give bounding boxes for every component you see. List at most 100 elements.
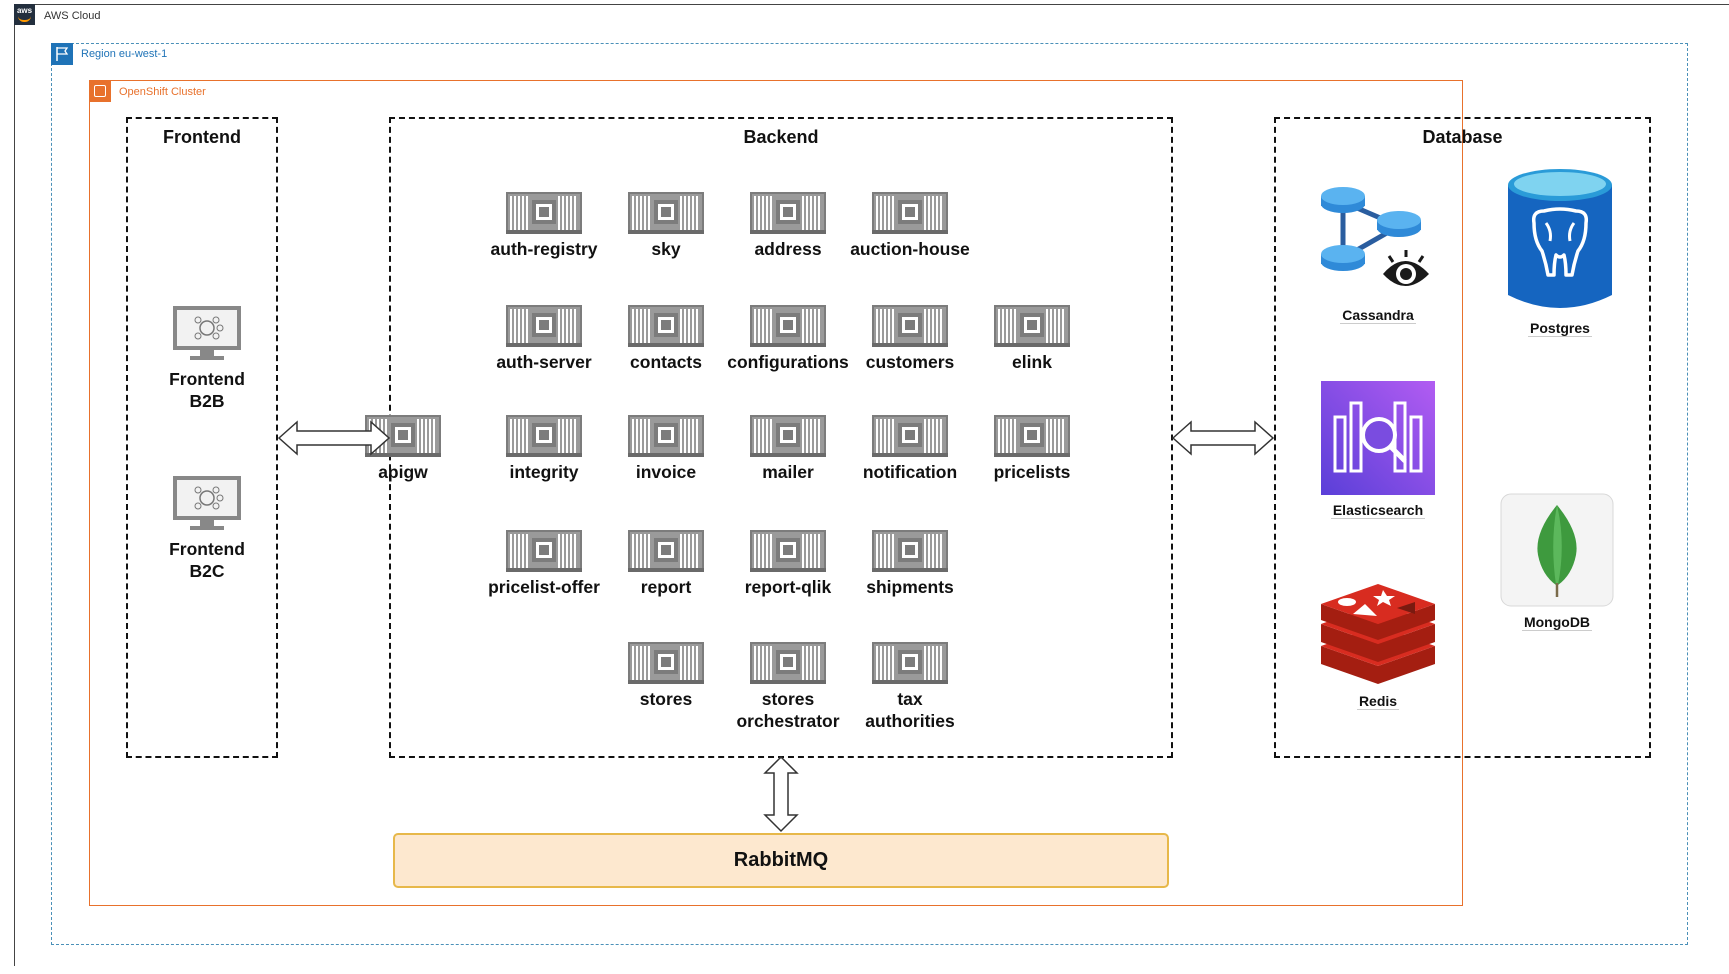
service-pricelists[interactable]: pricelists [970,415,1094,483]
container-chip-icon [872,192,948,234]
postgres-label: Postgres [1528,320,1592,337]
frontend-b2c-label-line1: Frontend [169,539,245,559]
container-chip-icon [872,305,948,347]
service-report-label: report [640,577,692,597]
service-invoice-label: invoice [635,462,697,482]
backend-database-arrow [1171,420,1275,456]
service-shipments-label: shipments [866,577,954,597]
cassandra-label: Cassandra [1340,307,1416,324]
mongodb-node[interactable]: MongoDB [1495,493,1619,632]
database-title: Database [1422,127,1503,147]
frontend-b2b-label-line2: B2B [189,391,225,411]
service-mailer-label: mailer [762,462,814,482]
aws-logo-text: aws [16,6,33,15]
elasticsearch-label: Elasticsearch [1330,502,1426,519]
monitor-icon [173,476,241,530]
service-stores-orchestrator-label-line1: stores [761,689,815,709]
service-report-qlik-label: report-qlik [744,577,832,597]
openshift-cluster-group [89,80,1463,906]
cassandra-node[interactable]: Cassandra [1313,182,1443,325]
service-auth-registry[interactable]: auth-registry [482,192,606,260]
service-tax-authorities-label-line1: tax [897,689,923,709]
service-auction-house-label: auction-house [850,239,970,259]
container-chip-icon [750,192,826,234]
service-notification[interactable]: notification [848,415,972,483]
postgres-node[interactable]: Postgres [1495,167,1625,338]
monitor-icon [173,306,241,360]
service-invoice[interactable]: invoice [604,415,728,483]
container-chip-icon [872,642,948,684]
region-label: Region eu-west-1 [81,48,168,60]
service-sky-label: sky [651,239,681,259]
frontend-backend-arrow [277,420,391,456]
container-chip-icon [365,415,441,457]
region-flag-icon [51,43,73,65]
container-chip-icon [750,530,826,572]
redis-node[interactable]: Redis [1313,584,1443,711]
service-report[interactable]: report [604,530,728,598]
service-address[interactable]: address [726,192,850,260]
service-auth-server-label: auth-server [496,352,592,372]
service-notification-label: notification [862,462,958,482]
container-chip-icon [750,642,826,684]
container-chip-icon [506,192,582,234]
service-tax-authorities-label-line2: authorities [865,711,955,731]
container-chip-icon [628,415,704,457]
container-chip-icon [628,192,704,234]
service-apigw-label: apigw [378,462,428,482]
service-shipments[interactable]: shipments [848,530,972,598]
service-customers[interactable]: customers [848,305,972,373]
frontend-title: Frontend [163,127,241,147]
service-stores[interactable]: stores [604,642,728,710]
service-pricelists-label: pricelists [993,462,1071,482]
service-auction-house[interactable]: auction-house [848,192,972,260]
service-mailer[interactable]: mailer [726,415,850,483]
service-configurations-label: configurations [727,352,849,372]
service-integrity[interactable]: integrity [482,415,606,483]
rabbitmq-box[interactable]: RabbitMQ [393,833,1169,888]
service-sky[interactable]: sky [604,192,728,260]
service-auth-server[interactable]: auth-server [482,305,606,373]
service-auth-registry-label: auth-registry [490,239,598,259]
service-pricelist-offer[interactable]: pricelist-offer [482,530,606,598]
openshift-label: OpenShift Cluster [119,86,206,98]
elasticsearch-icon [1321,381,1435,495]
service-contacts[interactable]: contacts [604,305,728,373]
rabbitmq-label: RabbitMQ [733,849,829,871]
backend-title: Backend [743,127,819,147]
container-chip-icon [872,530,948,572]
cassandra-icon [1321,187,1429,286]
service-pricelist-offer-label: pricelist-offer [488,577,600,597]
service-stores-label: stores [639,689,693,709]
service-elink-label: elink [1012,352,1052,372]
container-chip-icon [506,305,582,347]
container-chip-icon [628,642,704,684]
service-elink[interactable]: elink [970,305,1094,373]
service-report-qlik[interactable]: report-qlik [726,530,850,598]
service-contacts-label: contacts [630,352,702,372]
container-chip-icon [750,415,826,457]
openshift-icon [89,80,111,102]
service-customers-label: customers [865,352,955,372]
mongodb-label: MongoDB [1521,614,1593,631]
frontend-b2b-node[interactable]: Frontend B2B [145,305,269,412]
container-chip-icon [628,305,704,347]
backend-rabbitmq-arrow [763,755,799,833]
frontend-group [126,117,278,758]
redis-label: Redis [1356,693,1400,710]
redis-icon [1321,584,1435,684]
region-group [51,43,1688,945]
container-chip-icon [628,530,704,572]
aws-logo-icon: aws [14,4,35,25]
aws-cloud-group [14,4,1729,966]
service-stores-orchestrator-label-line2: orchestrator [736,711,840,731]
service-address-label: address [754,239,822,259]
frontend-b2c-node[interactable]: Frontend B2C [145,475,269,582]
service-apigw[interactable]: apigw [341,415,465,483]
service-configurations[interactable]: configurations [726,305,850,373]
elasticsearch-node[interactable]: Elasticsearch [1313,381,1443,520]
mongodb-icon [1500,493,1614,607]
postgres-icon [1508,169,1612,308]
